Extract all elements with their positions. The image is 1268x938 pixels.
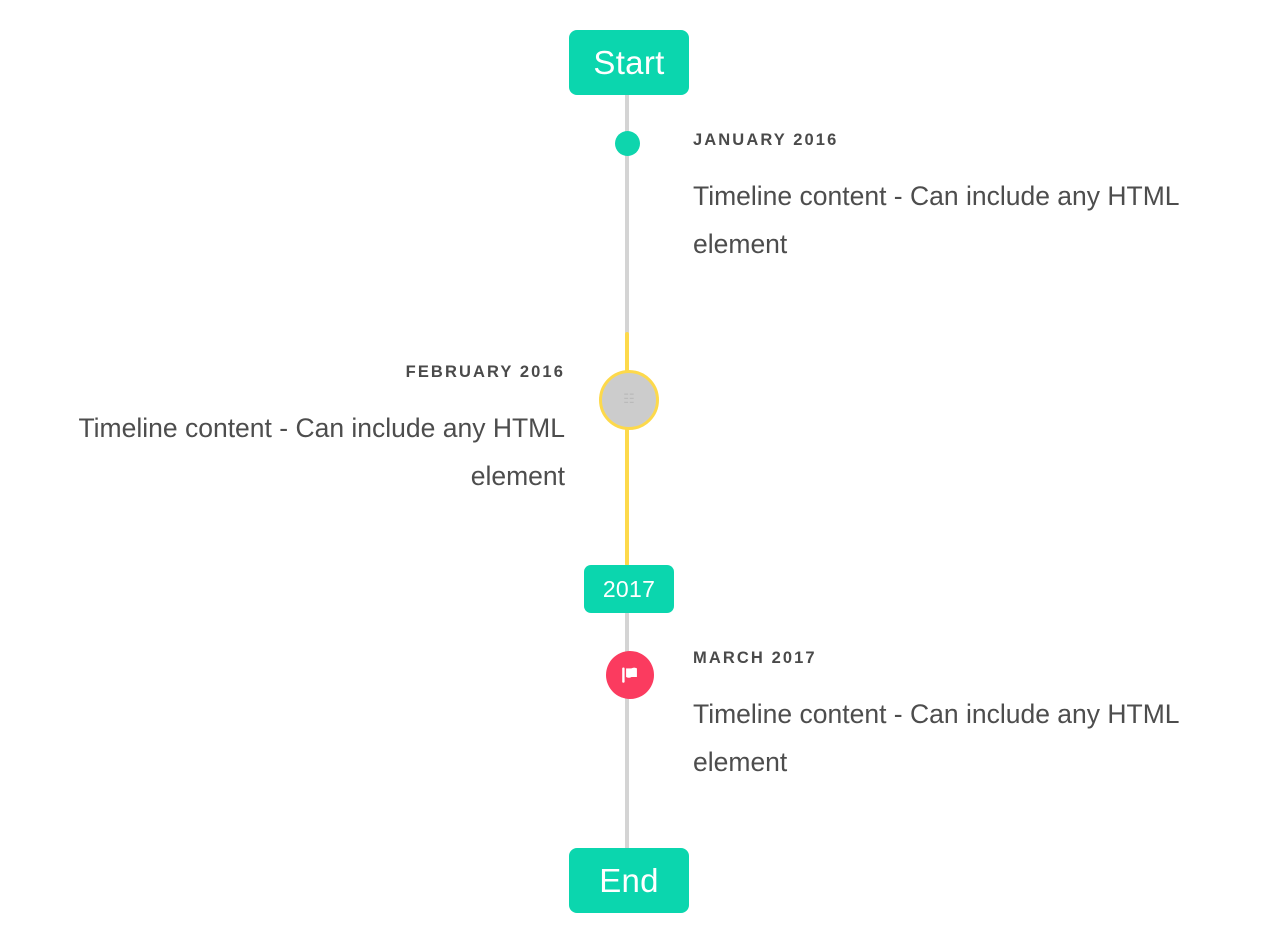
entry-date-label: FEBRUARY 2016 <box>405 363 565 381</box>
timeline-year-badge[interactable]: 2017 <box>584 565 674 613</box>
entry-content-text: Timeline content - Can include any HTML … <box>693 699 1179 777</box>
ring-marker[interactable]: ☷ <box>599 370 659 430</box>
entry-content-text: Timeline content - Can include any HTML … <box>78 413 565 491</box>
timeline-start-badge[interactable]: Start <box>569 30 689 95</box>
timeline-entry-january: JANUARY 2016 Timeline content - Can incl… <box>693 131 1233 268</box>
timeline-rail-segment-top <box>625 92 629 334</box>
timeline-entry-february: FEBRUARY 2016 Timeline content - Can inc… <box>25 363 565 500</box>
timeline-rail-segment-highlight <box>625 332 629 566</box>
timeline-end-badge[interactable]: End <box>569 848 689 913</box>
entry-content-text: Timeline content - Can include any HTML … <box>693 181 1179 259</box>
timeline-rail-segment-bottom <box>625 612 629 852</box>
flag-marker[interactable] <box>606 651 654 699</box>
entry-date-label: JANUARY 2016 <box>693 131 839 149</box>
timeline-entry-march: MARCH 2017 Timeline content - Can includ… <box>693 649 1233 786</box>
dot-marker[interactable] <box>615 131 640 156</box>
entry-date-label: MARCH 2017 <box>693 649 817 667</box>
placeholder-icon: ☷ <box>623 392 635 407</box>
flag-icon <box>618 663 642 687</box>
